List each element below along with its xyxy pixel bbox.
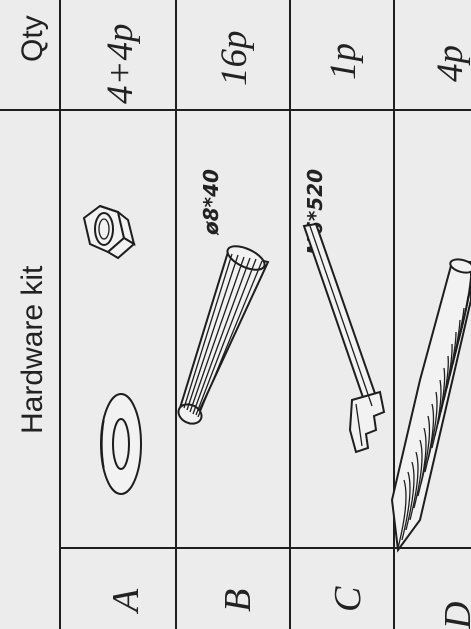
qty-header: Qty: [16, 15, 49, 62]
threaded-rod-icon: [390, 258, 471, 553]
row-c-letter: C: [327, 586, 369, 612]
table-title: Hardware kit: [16, 265, 49, 434]
washer-icon: [100, 393, 142, 495]
row-a-qty: 4+4p: [100, 24, 141, 104]
row-a-letter: A: [105, 588, 147, 615]
row-b-letter: B: [217, 589, 259, 612]
wooden-dowel-icon: [177, 245, 270, 425]
row-d-qty: 4p: [430, 45, 471, 82]
row-c-qty: 1p: [323, 43, 364, 80]
row-b-size: ø8*40: [199, 169, 223, 236]
allen-wrench-icon: [302, 222, 386, 454]
row-b-qty: 16p: [214, 31, 255, 87]
row-d-letter: D: [437, 602, 471, 629]
hex-nut-icon: [82, 204, 136, 260]
